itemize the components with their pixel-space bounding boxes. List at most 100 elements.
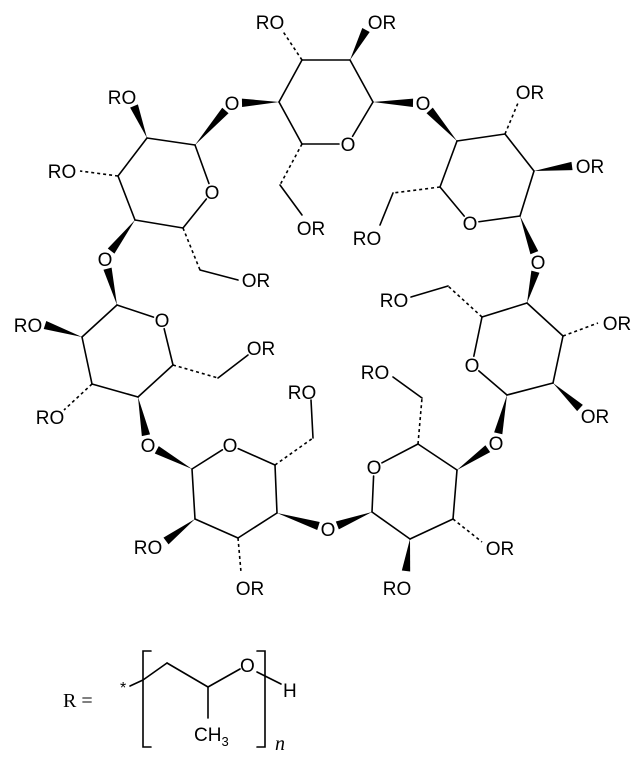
attachment-bond [129, 679, 144, 687]
c6-o-bond [279, 184, 303, 216]
glycosidic-wedge-bond [195, 107, 229, 145]
ring-oxygen-label: O [205, 183, 220, 204]
ro-group-label: RO [383, 579, 412, 600]
c5-c6-hashed-bond [447, 285, 483, 318]
glycosidic-wedge-bond [277, 513, 320, 531]
repeat-oxygen-label: O [240, 656, 255, 677]
ring-bond [116, 304, 155, 318]
bonds-layer [43, 28, 599, 573]
or-group-label: OR [247, 339, 276, 360]
repeat-chain-bond [166, 662, 209, 688]
ring-bond [278, 59, 303, 103]
or-group-label: OR [581, 407, 610, 428]
wedge-bond [401, 539, 411, 572]
terminal-hydrogen-label: H [283, 681, 297, 702]
glycosidic-wedge-bond [527, 270, 540, 303]
repeat-chain-bond [142, 662, 168, 681]
ring-oxygen-label: O [341, 135, 356, 156]
ring-bond [117, 137, 148, 177]
wedge-bond [163, 519, 195, 545]
wedge-bond [553, 383, 583, 412]
hashed-bond [237, 537, 242, 573]
ring-bond [81, 336, 93, 385]
ring-bond [439, 186, 466, 217]
repeat-unit-bonds [129, 650, 282, 748]
ro-group-label: RO [48, 162, 77, 183]
ring-bond [274, 464, 278, 514]
ro-group-label: RO [14, 316, 43, 337]
glycosidic-oxygen-label: O [321, 520, 336, 541]
ring-bond [278, 101, 303, 145]
glycosidic-oxygen-label: O [489, 434, 504, 455]
ring-bond [137, 364, 174, 398]
ring-bond [381, 443, 419, 464]
ring-bond [473, 316, 483, 357]
glycosidic-wedge-bond [457, 445, 491, 470]
ring-bond [349, 59, 374, 103]
or-group-label: OR [576, 157, 605, 178]
ro-group-label: RO [108, 88, 137, 109]
or-group-label: OR [368, 13, 397, 34]
hashed-bond [63, 383, 93, 411]
glycosidic-wedge-bond [138, 397, 151, 437]
c6-o-bond [410, 285, 449, 298]
ring-bond [519, 170, 535, 217]
c5-c6-hashed-bond [417, 397, 423, 445]
ring-bond [237, 512, 278, 539]
hashed-bond [504, 102, 519, 135]
wedge-bond [350, 28, 370, 60]
ring-bond [91, 383, 139, 398]
ring-bond [237, 447, 276, 466]
ring-bond [504, 133, 535, 172]
or-group-label: OR [242, 271, 271, 292]
ring-bond [182, 198, 208, 229]
ring-bond [409, 518, 454, 540]
ring-oxygen-label: O [223, 436, 238, 457]
ring-bond [194, 518, 239, 539]
glycosidic-oxygen-label: O [531, 253, 546, 274]
c6-o-bond [310, 399, 314, 439]
glycosidic-wedge-bond [520, 216, 539, 255]
glycosidic-wedge-bond [335, 512, 372, 530]
ring-bond [552, 335, 564, 384]
hashed-bond [79, 170, 119, 177]
hashed-bond [281, 29, 303, 61]
ring-bond [81, 304, 118, 338]
methyl-label: CH3 [194, 725, 229, 749]
ring-bond [194, 144, 210, 185]
or-group-label: OR [603, 314, 632, 335]
ring-bond [117, 175, 136, 221]
repeat-index-n: n [275, 733, 285, 755]
or-group-label: OR [236, 579, 265, 600]
r-equals-label: R = [63, 690, 93, 712]
c5-c6-hashed-bond [279, 143, 303, 186]
ring-bond [146, 137, 196, 146]
ring-bond [191, 468, 196, 520]
ring-bond [478, 215, 521, 223]
ring-bond [439, 140, 458, 188]
ring-bond [371, 475, 375, 513]
ring-bond [526, 302, 564, 337]
c6-o-bond [217, 354, 249, 379]
ring-bond [481, 302, 528, 318]
ro-group-label: RO [36, 408, 65, 429]
ring-bond [163, 327, 174, 366]
ro-group-label: RO [134, 538, 163, 559]
ring-bond [191, 449, 224, 470]
wedge-bond [534, 161, 573, 171]
glycosidic-wedge-bond [373, 98, 414, 107]
ring-bond [351, 101, 374, 138]
ring-bond [134, 219, 184, 229]
glycosidic-oxygen-label: O [141, 436, 156, 457]
ring-bond [456, 133, 506, 142]
c6-o-bond [379, 192, 394, 226]
hashed-bond [562, 322, 599, 337]
glycosidic-wedge-bond [107, 220, 135, 254]
ring-oxygen-label: O [155, 311, 170, 332]
attachment-point-asterisk: * [120, 680, 126, 697]
glycosidic-wedge-bond [494, 395, 507, 435]
ro-group-label: RO [256, 13, 285, 34]
or-group-label: OR [486, 539, 515, 560]
left-bracket [142, 650, 152, 748]
